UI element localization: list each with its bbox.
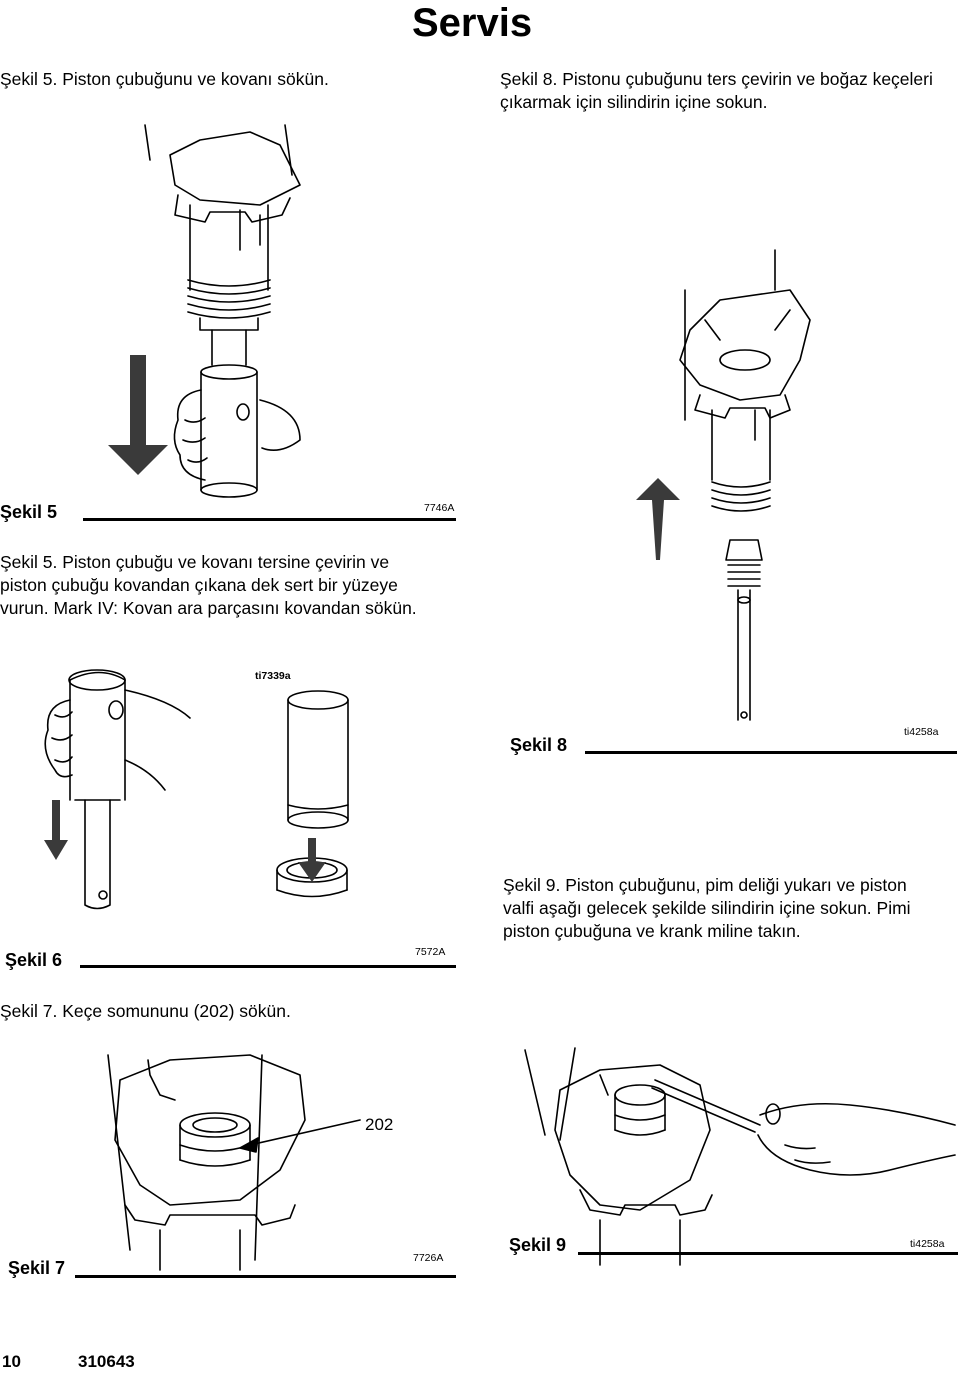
figure5-label: Şekil 5	[0, 502, 58, 522]
figure5-code: 7746A	[424, 502, 455, 514]
step-figure9-line1: Şekil 9. Piston çubuğunu, pim deliği yuk…	[503, 875, 907, 895]
step-figure9-line3: piston çubuğuna ve krank miline takın.	[503, 921, 801, 941]
figure7-pump-drawing	[107, 1054, 306, 1271]
figure8-label: Şekil 8	[510, 735, 568, 755]
figure9-pump-drawing	[524, 1047, 956, 1266]
step-figure8-line1: Şekil 8. Pistonu çubuğunu ters çevirin v…	[500, 69, 933, 89]
figure6-down-arrows	[44, 800, 326, 882]
page-title: Servis	[412, 1, 533, 45]
figure8-rule	[585, 751, 957, 754]
figure7-rule	[75, 1275, 456, 1278]
figure6-code: 7572A	[415, 946, 446, 958]
figure9-code: ti4258a	[910, 1238, 945, 1250]
figure7-label: Şekil 7	[8, 1258, 66, 1278]
callout-202: 202	[365, 1115, 394, 1134]
step-figure5b-line1: Şekil 5. Piston çubuğu ve kovanı tersine…	[0, 552, 390, 572]
step-figure5-title: Şekil 5. Piston çubuğunu ve kovanı sökün…	[0, 69, 329, 89]
figure6-rule	[80, 965, 456, 968]
figure9-rule	[578, 1252, 958, 1255]
figure8-code: ti4258a	[904, 726, 939, 738]
step-figure9-line2: valfi aşağı gelecek şekilde silindirin i…	[503, 898, 911, 918]
figure5-rule	[83, 518, 456, 521]
figure5-pump-drawing	[144, 124, 301, 498]
figure8-pump-drawing	[679, 249, 811, 721]
step-figure5b-line3: vurun. Mark IV: Kovan ara parçasını kova…	[0, 598, 417, 618]
step-figure5b-line2: piston çubuğu kovandan çıkana dek sert b…	[0, 575, 398, 595]
figure6-label: Şekil 6	[5, 950, 63, 970]
page-number: 10	[2, 1352, 21, 1371]
figure7-code: 7726A	[413, 1252, 444, 1264]
figure7-callout-arrow	[239, 1119, 361, 1153]
figure8-up-arrow	[636, 478, 680, 560]
figure6-rod-drawing	[44, 669, 349, 910]
document-number: 310643	[78, 1352, 135, 1371]
step-figure7-title: Şekil 7. Keçe somununu (202) sökün.	[0, 1001, 291, 1021]
figure5-down-arrow	[108, 355, 168, 475]
figure6-code-upper: ti7339a	[255, 670, 291, 682]
figure9-label: Şekil 9	[509, 1235, 567, 1255]
step-figure8-line2: çıkarmak için silindirin içine sokun.	[500, 92, 768, 112]
